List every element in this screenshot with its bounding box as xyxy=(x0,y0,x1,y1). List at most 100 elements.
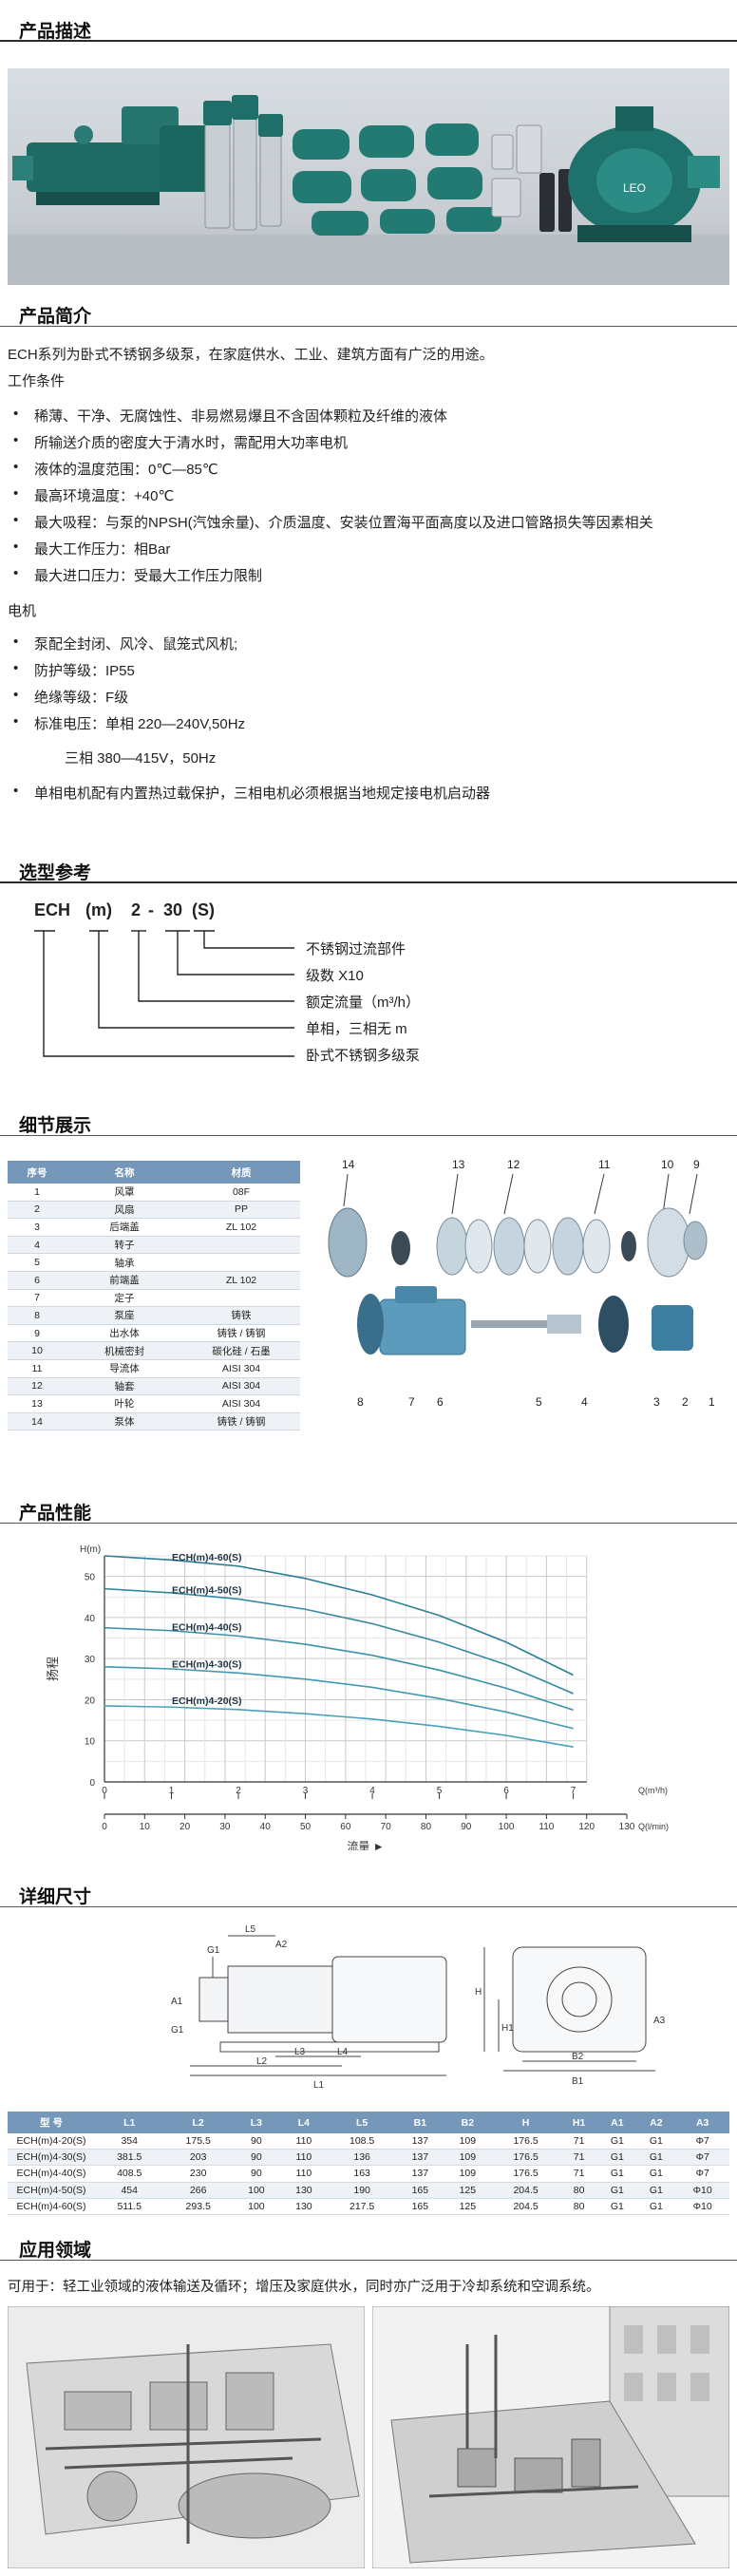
section-header-intro: 产品简介 xyxy=(0,300,737,327)
model-meaning: 级数 X10 xyxy=(306,968,364,984)
callout-label: 7 xyxy=(408,1395,415,1409)
table-cell: G1 xyxy=(597,2149,637,2167)
table-cell: 机械密封 xyxy=(66,1341,182,1360)
series-label: ECH(m)4-50(S) xyxy=(172,1584,242,1596)
table-cell: 266 xyxy=(163,2182,233,2199)
table-cell: 454 xyxy=(95,2182,164,2199)
table-cell: ECH(m)4-30(S) xyxy=(8,2149,95,2167)
table-cell: 5 xyxy=(8,1253,66,1272)
section-header-model: 选型参考 xyxy=(0,857,737,883)
series-line xyxy=(104,1587,574,1695)
x-tick-label-m3h: 2 xyxy=(236,1786,241,1796)
dim-label: G1 xyxy=(207,1945,220,1956)
table-cell: 风罩 xyxy=(66,1184,182,1202)
column-header: B2 xyxy=(444,2112,492,2133)
table-cell: 511.5 xyxy=(95,2198,164,2215)
table-cell: 轴承 xyxy=(66,1253,182,1272)
x-tick-label-lmin: 60 xyxy=(340,1822,351,1832)
brand-logo: LEO xyxy=(623,181,646,195)
section-header-detail: 细节展示 xyxy=(0,1109,737,1136)
table-cell: AISI 304 xyxy=(182,1394,300,1413)
x-tick-label-lmin: 120 xyxy=(578,1822,595,1832)
x-tick-label-lmin: 40 xyxy=(260,1822,272,1832)
table-cell: 108.5 xyxy=(327,2133,397,2150)
table-cell: 408.5 xyxy=(95,2165,164,2183)
dim-label: L2 xyxy=(256,2056,268,2067)
dim-label: L1 xyxy=(313,2080,325,2091)
table-cell: 泵座 xyxy=(66,1306,182,1325)
x-tick-label-lmin: 20 xyxy=(180,1822,191,1832)
section-header-applications: 应用领域 xyxy=(0,2234,737,2261)
table-cell: 80 xyxy=(559,2182,598,2199)
table-cell: 204.5 xyxy=(491,2182,560,2199)
x-tick-label-lmin: 0 xyxy=(102,1822,107,1832)
table-cell: 176.5 xyxy=(491,2133,560,2150)
table-cell: 定子 xyxy=(66,1289,182,1308)
table-cell xyxy=(182,1289,300,1308)
table-cell: 137 xyxy=(396,2165,444,2183)
divider xyxy=(0,1906,737,1907)
x-tick-label-lmin: 100 xyxy=(499,1822,515,1832)
series-label: ECH(m)4-40(S) xyxy=(172,1621,242,1633)
section-header-performance: 产品性能 xyxy=(0,1497,737,1524)
divider xyxy=(0,1135,737,1136)
model-code-flow: 2 xyxy=(131,900,142,919)
table-cell: Φ10 xyxy=(675,2198,729,2215)
table-header-row: 序号 名称 材质 xyxy=(8,1161,300,1184)
table-cell: 1 xyxy=(8,1184,66,1202)
table-cell: 137 xyxy=(396,2133,444,2150)
work-conditions-title: 工作条件 xyxy=(8,373,66,389)
table-cell: 100 xyxy=(232,2198,280,2215)
table-cell: G1 xyxy=(597,2165,637,2183)
section-title: 产品简介 xyxy=(19,307,92,327)
work-condition-item: 液体的温度范围：0℃—85℃ xyxy=(13,459,218,479)
table-cell: 100 xyxy=(232,2182,280,2199)
column-header: B1 xyxy=(396,2112,444,2133)
table-cell: 后端盖 xyxy=(66,1218,182,1237)
table-cell: 190 xyxy=(327,2182,397,2199)
table-cell: 10 xyxy=(8,1341,66,1360)
model-meaning: 卧式不锈钢多级泵 xyxy=(306,1048,421,1064)
x-tick-label-m3h: 6 xyxy=(503,1786,509,1796)
model-meaning: 单相，三相无 m xyxy=(306,1021,407,1037)
table-cell: 转子 xyxy=(66,1236,182,1255)
x-tick-label-lmin: 30 xyxy=(219,1822,231,1832)
section-title: 细节展示 xyxy=(19,1116,92,1136)
table-cell xyxy=(182,1236,300,1255)
table-cell: 71 xyxy=(559,2149,598,2167)
column-header: L2 xyxy=(163,2112,233,2133)
table-cell: 泵体 xyxy=(66,1412,182,1431)
x-unit-label-lmin: Q(l/min) xyxy=(638,1822,669,1831)
column-header: 材质 xyxy=(182,1161,300,1184)
pump-collection-image: LEO xyxy=(8,95,729,285)
section-header-dimensions: 详细尺寸 xyxy=(0,1881,737,1907)
callout-label: 12 xyxy=(507,1158,520,1171)
dim-label: A3 xyxy=(653,2016,666,2026)
table-cell: 90 xyxy=(232,2165,280,2183)
callout-label: 3 xyxy=(653,1395,660,1409)
x-tick-label-m3h: 5 xyxy=(437,1786,443,1796)
callout-label: 5 xyxy=(536,1395,542,1409)
table-cell: 203 xyxy=(163,2149,233,2167)
table-cell: 6 xyxy=(8,1271,66,1290)
table-cell: 3 xyxy=(8,1218,66,1237)
callout-label: 14 xyxy=(342,1158,355,1171)
table-cell: 176.5 xyxy=(491,2165,560,2183)
table-cell: 71 xyxy=(559,2133,598,2150)
table-cell: ECH(m)4-40(S) xyxy=(8,2165,95,2183)
y-tick-label: 50 xyxy=(85,1573,96,1583)
model-meaning: 额定流量（m³/h） xyxy=(306,994,421,1011)
y-axis-label: 扬程 xyxy=(46,1657,60,1681)
callout-label: 8 xyxy=(357,1395,364,1409)
table-cell: 130 xyxy=(279,2182,328,2199)
dim-label: B1 xyxy=(572,2076,584,2087)
dim-label: B2 xyxy=(572,2052,584,2062)
